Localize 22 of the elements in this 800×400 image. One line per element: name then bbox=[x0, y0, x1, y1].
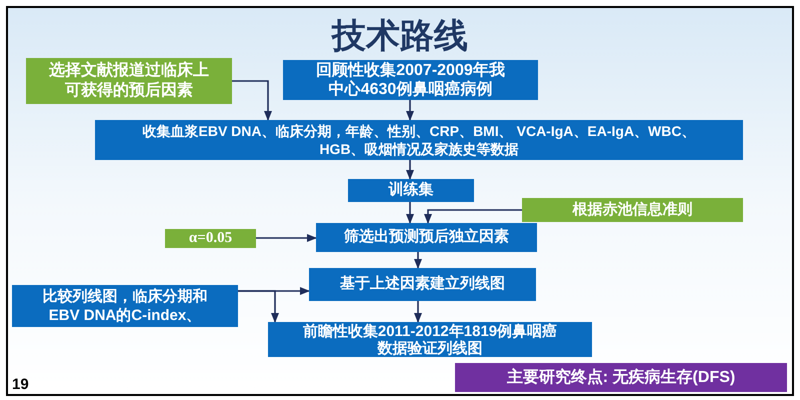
process-box: α=0.05 bbox=[165, 229, 256, 248]
arrow bbox=[414, 252, 422, 269]
process-box: 训练集 bbox=[348, 179, 474, 202]
arrow bbox=[414, 301, 422, 323]
arrow bbox=[406, 160, 414, 180]
arrow bbox=[406, 100, 414, 121]
process-box: 前瞻性收集2011-2012年1819例鼻咽癌数据验证列线图 bbox=[268, 322, 592, 357]
process-box: 回顾性收集2007-2009年我中心4630例鼻咽癌病例 bbox=[283, 60, 538, 100]
process-box: 基于上述因素建立列线图 bbox=[309, 268, 536, 301]
process-box: 收集血浆EBV DNA、临床分期，年龄、性别、CRP、BMI、 VCA-IgA、EA-IgA、WBC、HGB、吸烟情况及家族史等数据 bbox=[95, 120, 743, 160]
arrow bbox=[424, 209, 522, 224]
process-box: 筛选出预测预后独立因素 bbox=[316, 223, 537, 252]
title: 技术路线 bbox=[330, 16, 469, 57]
arrow bbox=[238, 290, 279, 323]
arrow bbox=[232, 80, 272, 121]
process-box: 比较列线图，临床分期和EBV DNA的C-index、 bbox=[12, 285, 238, 327]
process-box: 根据赤池信息准则 bbox=[522, 198, 743, 222]
process-box: 选择文献报道过临床上可获得的预后因素 bbox=[26, 58, 232, 104]
page-number: 19 bbox=[12, 375, 29, 395]
process-box: 主要研究终点: 无疾病生存(DFS) bbox=[455, 363, 787, 392]
arrow bbox=[406, 202, 414, 224]
arrow bbox=[256, 234, 317, 242]
